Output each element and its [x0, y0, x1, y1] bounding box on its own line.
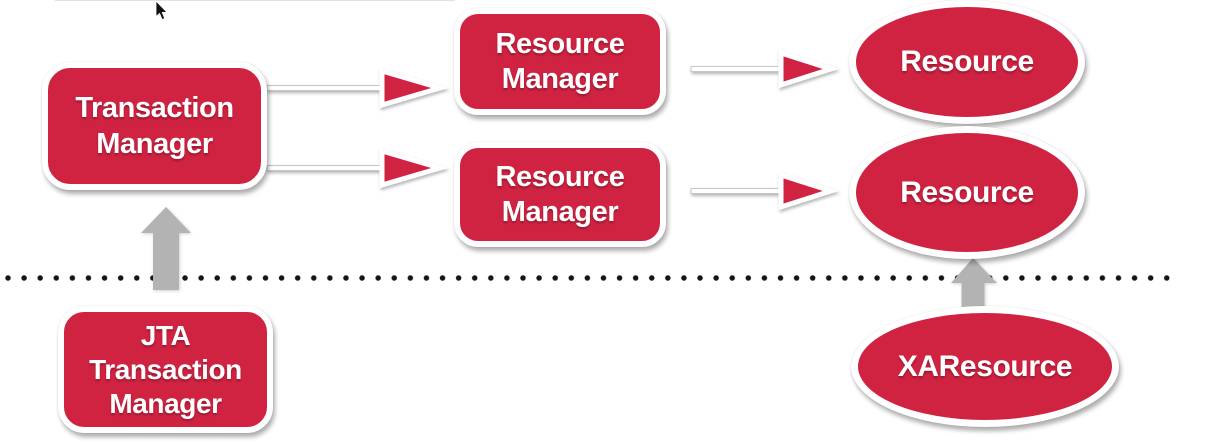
- mouse-cursor-icon: [155, 1, 168, 21]
- node-label-line: Manager: [96, 128, 213, 160]
- arrow-shaft: [690, 188, 785, 194]
- top-edge-artifact-line: [55, 0, 455, 1]
- arrow-shaft: [961, 282, 985, 310]
- arrowhead-icon: [951, 258, 997, 283]
- arrowhead-icon: [778, 171, 840, 211]
- node-resource-2: Resource: [849, 126, 1085, 259]
- arrow-rm1-to-resource1: [690, 49, 840, 89]
- node-transaction-manager: Transaction Manager: [42, 62, 267, 190]
- arrowhead-icon: [141, 207, 191, 233]
- node-label-line: XAResource: [897, 349, 1073, 383]
- node-label-line: Transaction: [89, 353, 242, 385]
- arrow-rm2-to-resource2: [690, 171, 840, 211]
- node-label-line: Resource: [900, 175, 1034, 209]
- arrow-shaft: [266, 85, 386, 91]
- node-label-line: Manager: [501, 195, 619, 228]
- node-label-line: JTA: [140, 319, 191, 351]
- arrowhead-icon: [379, 147, 449, 189]
- arrow-tm-to-rm1: [266, 67, 449, 109]
- node-jta-transaction-manager: JTA Transaction Manager: [58, 306, 273, 433]
- arrow-shaft: [153, 232, 179, 290]
- node-resource-manager-2: Resource Manager: [454, 142, 666, 247]
- node-label-line: Manager: [109, 387, 222, 419]
- node-resource-manager-1: Resource Manager: [454, 8, 666, 115]
- boundary-dotted-line: [4, 274, 1176, 282]
- node-resource-1: Resource: [849, 0, 1085, 124]
- arrow-shaft: [266, 165, 386, 171]
- node-label-line: Resource: [495, 27, 625, 60]
- node-label-line: Transaction: [75, 92, 234, 124]
- arrowhead-icon: [778, 49, 840, 89]
- arrow-tm-to-rm2: [266, 147, 449, 189]
- node-label-line: Manager: [501, 62, 619, 95]
- node-label-line: Resource: [900, 45, 1034, 78]
- node-xaresource: XAResource: [851, 306, 1119, 427]
- arrowhead-icon: [379, 67, 449, 109]
- arrow-shaft: [690, 66, 785, 72]
- arrow-xaresource-to-resource2: [951, 258, 997, 310]
- arrow-jta-to-tm: [141, 207, 191, 290]
- node-label-line: Resource: [495, 160, 625, 193]
